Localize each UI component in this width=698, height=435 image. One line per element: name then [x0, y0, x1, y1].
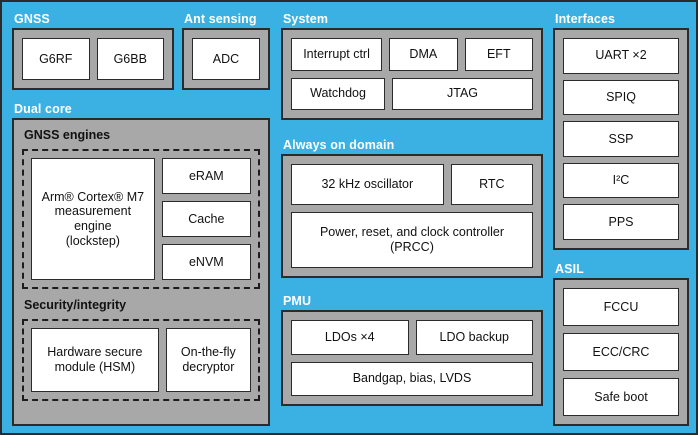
pmu-row-1: LDOs ×4 LDO backup [291, 320, 533, 355]
block-bandgap-bias-lvds[interactable]: Bandgap, bias, LVDS [291, 361, 533, 396]
section-title-gnss-engines: GNSS engines [24, 128, 111, 142]
panel-pmu: LDOs ×4 LDO backup Bandgap, bias, LVDS [281, 310, 543, 406]
block-on-the-fly-decryptor[interactable]: On-the-fly decryptor [165, 328, 251, 392]
block-uart[interactable]: UART ×2 [563, 38, 679, 74]
block-ssp[interactable]: SSP [563, 121, 679, 157]
always-on-row-2: Power, reset, and clock controller (PRCC… [291, 212, 533, 268]
block-fccu[interactable]: FCCU [563, 288, 679, 326]
block-eram[interactable]: eRAM [161, 158, 251, 194]
block-pps[interactable]: PPS [563, 204, 679, 240]
group-gnss: GNSS G6RF G6BB [12, 10, 174, 90]
block-ecc-crc[interactable]: ECC/CRC [563, 333, 679, 371]
group-label-interfaces: Interfaces [555, 12, 616, 26]
panel-interfaces: UART ×2 SPIQ SSP I²C PPS [553, 28, 689, 250]
block-dma[interactable]: DMA [389, 38, 458, 71]
block-interrupt-ctrl[interactable]: Interrupt ctrl [291, 38, 383, 71]
system-row-2: Watchdog JTAG [291, 77, 533, 110]
block-32khz-oscillator[interactable]: 32 kHz oscillator [291, 164, 444, 206]
section-security-integrity: Security/integrity Hardware secure modul… [22, 298, 260, 401]
section-title-security-integrity: Security/integrity [24, 298, 127, 312]
block-g6bb[interactable]: G6BB [96, 38, 165, 80]
block-ldos[interactable]: LDOs ×4 [291, 320, 409, 355]
panel-always-on-domain: 32 kHz oscillator RTC Power, reset, and … [281, 154, 543, 278]
group-ant-sensing: Ant sensing ADC [182, 10, 270, 90]
group-label-pmu: PMU [283, 294, 312, 308]
dashed-region-gnss-engines: Arm® Cortex® M7 measurement engine (lock… [22, 149, 260, 289]
block-hardware-secure-module[interactable]: Hardware secure module (HSM) [31, 328, 159, 392]
group-label-system: System [283, 12, 329, 26]
panel-asil: FCCU ECC/CRC Safe boot [553, 278, 689, 426]
block-envm[interactable]: eNVM [161, 244, 251, 280]
block-cache[interactable]: Cache [161, 201, 251, 237]
panel-ant-sensing: ADC [182, 28, 270, 90]
group-label-gnss: GNSS [14, 12, 50, 26]
block-spiq[interactable]: SPIQ [563, 79, 679, 116]
group-label-always-on-domain: Always on domain [283, 138, 395, 152]
always-on-row-1: 32 kHz oscillator RTC [291, 164, 533, 206]
block-arm-cortex-m7-label: Arm® Cortex® M7 measurement engine (lock… [41, 189, 145, 248]
block-rtc[interactable]: RTC [450, 164, 533, 206]
group-interfaces: Interfaces UART ×2 SPIQ SSP I²C PPS [553, 10, 689, 250]
block-arm-cortex-m7[interactable]: Arm® Cortex® M7 measurement engine (lock… [31, 158, 155, 280]
dashed-region-security-integrity: Hardware secure module (HSM) On-the-fly … [22, 319, 260, 401]
system-row-1: Interrupt ctrl DMA EFT [291, 38, 534, 71]
block-watchdog[interactable]: Watchdog [291, 77, 386, 110]
block-ldo-backup[interactable]: LDO backup [415, 320, 533, 355]
group-dual-core: Dual core GNSS engines Arm® Cortex® M7 m… [12, 100, 270, 426]
pmu-row-2: Bandgap, bias, LVDS [291, 361, 533, 396]
group-label-ant-sensing: Ant sensing [184, 12, 257, 26]
group-label-asil: ASIL [555, 262, 584, 276]
group-always-on-domain: Always on domain 32 kHz oscillator RTC P… [281, 136, 543, 278]
group-label-dual-core: Dual core [14, 102, 72, 116]
block-g6rf[interactable]: G6RF [22, 38, 90, 80]
block-prcc[interactable]: Power, reset, and clock controller (PRCC… [291, 212, 533, 268]
block-safe-boot[interactable]: Safe boot [563, 378, 679, 416]
block-i2c[interactable]: I²C [563, 162, 679, 199]
panel-dual-core: GNSS engines Arm® Cortex® M7 measurement… [12, 118, 270, 426]
block-eft[interactable]: EFT [464, 38, 534, 71]
block-adc[interactable]: ADC [192, 38, 260, 80]
block-jtag[interactable]: JTAG [392, 77, 533, 110]
section-gnss-engines: GNSS engines Arm® Cortex® M7 measurement… [22, 128, 260, 289]
group-pmu: PMU LDOs ×4 LDO backup Bandgap, bias, LV… [281, 292, 543, 406]
panel-system: Interrupt ctrl DMA EFT Watchdog JTAG [281, 28, 543, 120]
memory-column: eRAM Cache eNVM [161, 158, 251, 280]
panel-gnss: G6RF G6BB [12, 28, 174, 90]
group-system: System Interrupt ctrl DMA EFT Watchdog J… [281, 10, 543, 120]
group-asil: ASIL FCCU ECC/CRC Safe boot [553, 260, 689, 426]
